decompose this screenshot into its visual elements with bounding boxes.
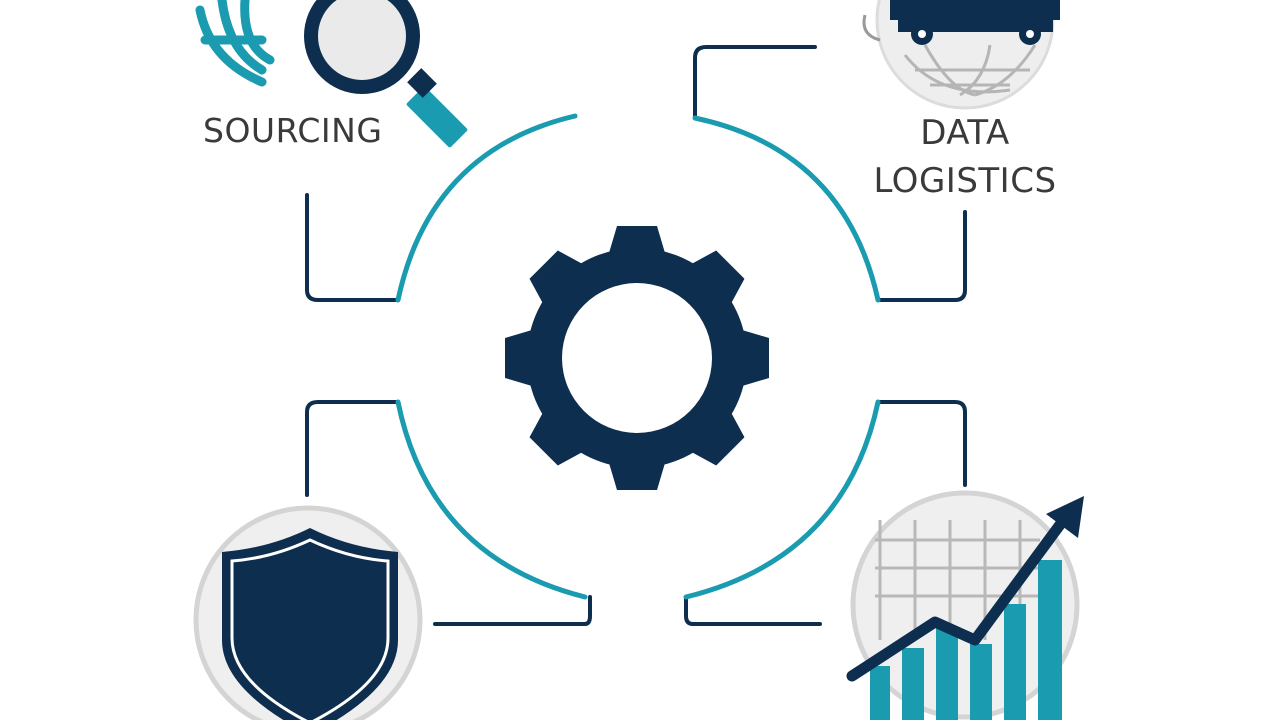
connector-bottom-left-navy-2	[433, 595, 592, 626]
chart-bars	[870, 560, 1062, 720]
gear-tooth	[529, 250, 583, 304]
label-sourcing: SOURCING	[203, 111, 383, 150]
label-data: DATA	[920, 113, 1010, 153]
gear-tooth	[505, 330, 532, 386]
growth-chart-icon	[846, 490, 1084, 720]
truck-globe-icon	[862, 0, 1060, 110]
connector-bottom-right-navy	[876, 400, 967, 487]
gear-tooth	[742, 330, 769, 386]
trend-line	[846, 516, 1068, 682]
shield-icon	[193, 505, 423, 720]
gear-tooth	[609, 463, 665, 490]
connector-bottom-left-teal	[395, 399, 588, 600]
connector-bottom-right-navy-2	[684, 595, 822, 626]
magnifier-icon	[304, 0, 468, 148]
connector-top-left-navy	[305, 193, 398, 302]
connector-top-right-navy	[693, 45, 817, 120]
shield-inner-line	[230, 538, 390, 720]
gear-tooth	[691, 412, 745, 466]
gear-tooth	[609, 226, 665, 253]
gear-tooth	[691, 250, 745, 304]
connector-bottom-left-navy	[305, 400, 398, 497]
connector-bottom-right-teal	[683, 399, 881, 600]
label-data-logistics: DATA LOGISTICS	[870, 116, 1060, 212]
gear-icon	[505, 226, 769, 490]
label-logistics: LOGISTICS	[873, 161, 1057, 201]
globe-magnifier-icon	[195, 0, 468, 148]
connector-top-left-teal	[395, 113, 578, 303]
gear-tooth	[529, 412, 583, 466]
chart-grid	[875, 520, 1040, 640]
gear-hole	[562, 283, 712, 433]
connector-lines	[305, 45, 967, 626]
connector-top-right-teal	[692, 115, 881, 303]
globe-icon	[195, 0, 275, 87]
shield-shape	[222, 528, 398, 720]
trend-arrowhead	[1046, 496, 1084, 538]
globe-grid	[903, 44, 1037, 97]
connector-top-right-navy-2	[876, 210, 967, 302]
truck-icon	[862, 0, 1060, 45]
